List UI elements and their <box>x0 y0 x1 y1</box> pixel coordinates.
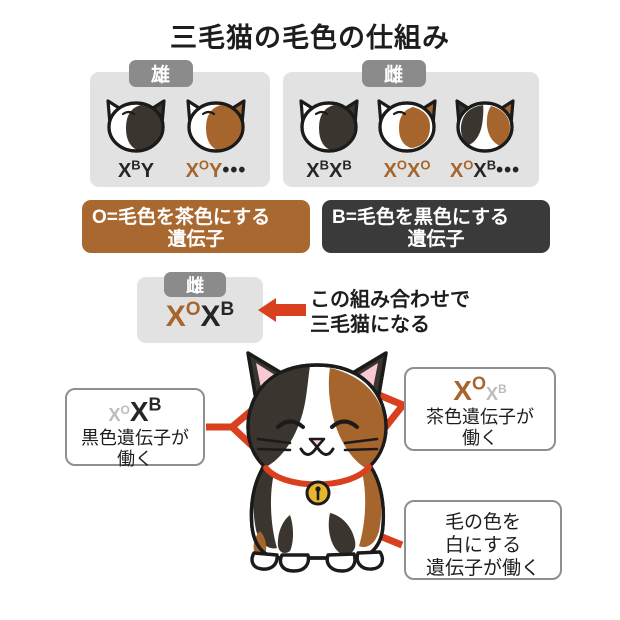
callout-white-line1: 毛の色を <box>444 512 521 533</box>
combination-arrow-icon <box>258 297 306 328</box>
callout-white-line2: 白にする <box>444 535 522 557</box>
genotype-label: XOXO <box>383 157 431 182</box>
callout-brown-genotype: XOXB <box>453 374 507 407</box>
cat-head-brown-icon <box>367 94 447 156</box>
combination-note: この組み合わせで 三毛猫になる <box>310 288 540 338</box>
genotype-label: XOXB••• <box>449 157 521 182</box>
callout-white-line3: 遺伝子が働く <box>425 558 540 580</box>
combination-note-line2: 三毛猫になる <box>310 314 430 336</box>
callout-black-line2: 働く <box>117 449 153 470</box>
combination-geno-black: XB <box>200 299 235 333</box>
callout-black-line1: 黒色遺伝子が <box>81 428 189 449</box>
cat-cell-female-black: XBXB <box>289 94 369 181</box>
female-sex-label: 雌 <box>362 60 426 87</box>
callout-brown-gene: XOXB 茶色遺伝子が 働く <box>404 367 556 451</box>
cat-cell-female-calico: XOXB••• <box>445 94 525 181</box>
genotype-label: XBXB <box>306 157 352 182</box>
callout-black-text: 黒色遺伝子が 働く <box>67 428 203 469</box>
cat-head-calico-icon <box>445 94 525 156</box>
legend-black-line2: 遺伝子 <box>407 229 465 251</box>
legend-black-gene: B=毛色を黒色にする 遺伝子 <box>322 200 550 253</box>
male-sex-label: 雄 <box>129 60 193 87</box>
page-title: 三毛猫の毛色の仕組み <box>170 23 450 53</box>
cat-cell-male-orange: XOY••• <box>176 94 256 181</box>
combination-sex-label: 雌 <box>164 272 226 297</box>
callout-brown-line2: 働く <box>462 428 498 449</box>
callout-brown-text: 茶色遺伝子が 働く <box>406 407 554 448</box>
callout-black-genotype: XOXB <box>108 395 162 428</box>
genotype-label: XOY••• <box>185 157 247 182</box>
callout-white-gene: 毛の色を 白にする 遺伝子が働く <box>404 500 562 580</box>
cat-cell-female-orange: XOXO <box>367 94 447 181</box>
combination-genotype: XOXB <box>137 300 263 332</box>
legend-orange-gene: O=毛色を茶色にする 遺伝子 <box>82 200 310 253</box>
legend-black-line1: B=毛色を黒色にする <box>332 207 510 228</box>
legend-orange-line1: O=毛色を茶色にする <box>92 207 271 228</box>
callout-brown-line1: 茶色遺伝子が <box>426 407 534 428</box>
combination-geno-orange: XO <box>165 299 201 333</box>
combination-note-line1: この組み合わせで <box>310 289 470 311</box>
cat-head-black-icon <box>96 94 176 156</box>
legend-orange-line2: 遺伝子 <box>167 229 225 251</box>
cat-head-black-icon <box>289 94 369 156</box>
calico-cat-illustration <box>222 345 412 580</box>
cat-cell-male-black: XBY <box>96 94 176 181</box>
cat-head-brown-icon <box>176 94 256 156</box>
callout-black-gene: XOXB 黒色遺伝子が 働く <box>65 388 205 469</box>
callout-white-text: 毛の色を 白にする 遺伝子が働く <box>406 502 560 581</box>
genotype-label: XBY <box>117 157 155 182</box>
